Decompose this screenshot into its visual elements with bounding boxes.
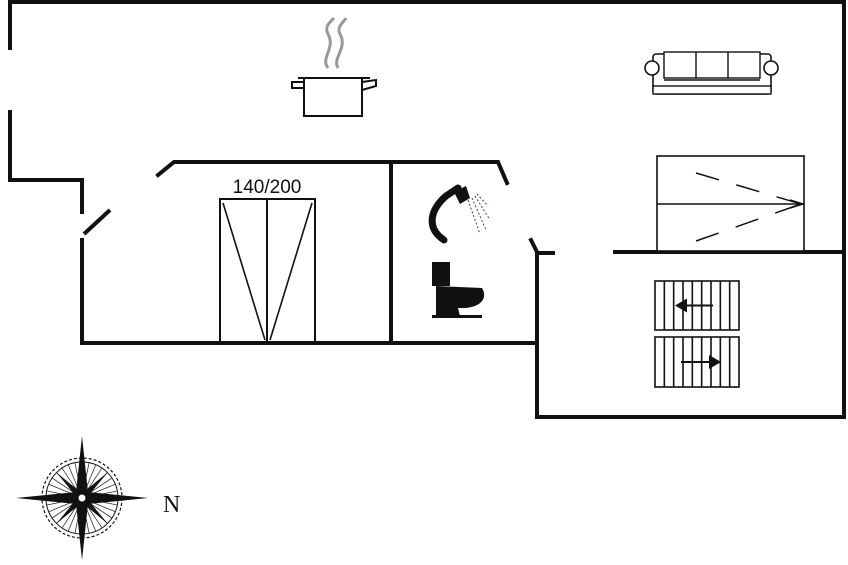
compass-ray [51, 503, 74, 519]
interior-walls [82, 160, 846, 345]
compass-ray [87, 467, 103, 490]
compass-ray [48, 483, 73, 495]
stairs-down [654, 336, 740, 388]
compass-ray [67, 464, 79, 489]
wardrobe [656, 155, 806, 252]
compass-ray [91, 501, 116, 513]
compass-rose-icon [16, 436, 148, 560]
kitchen-pot-icon [291, 16, 377, 117]
compass-ray [51, 477, 74, 493]
arrow-icon [675, 298, 713, 313]
compass-ray [85, 507, 97, 532]
compass-ray [85, 464, 97, 489]
compass-ray [61, 506, 77, 529]
arrow-icon [681, 355, 721, 369]
compass-ray [90, 503, 113, 519]
toilet-icon [432, 262, 485, 318]
compass-ray [48, 501, 73, 513]
sofa-icon [644, 51, 779, 95]
double-bed: 140/200 [219, 177, 316, 343]
shower-icon [428, 184, 491, 244]
outer-walls [8, 0, 846, 419]
compass-ray [91, 483, 116, 495]
compass-ray [61, 467, 77, 490]
bed-size-label: 140/200 [233, 177, 302, 198]
stairs-up [654, 280, 740, 331]
compass-ray [90, 477, 113, 493]
compass-ray [87, 506, 103, 529]
compass-ray [67, 507, 79, 532]
north-label: N [163, 492, 180, 518]
